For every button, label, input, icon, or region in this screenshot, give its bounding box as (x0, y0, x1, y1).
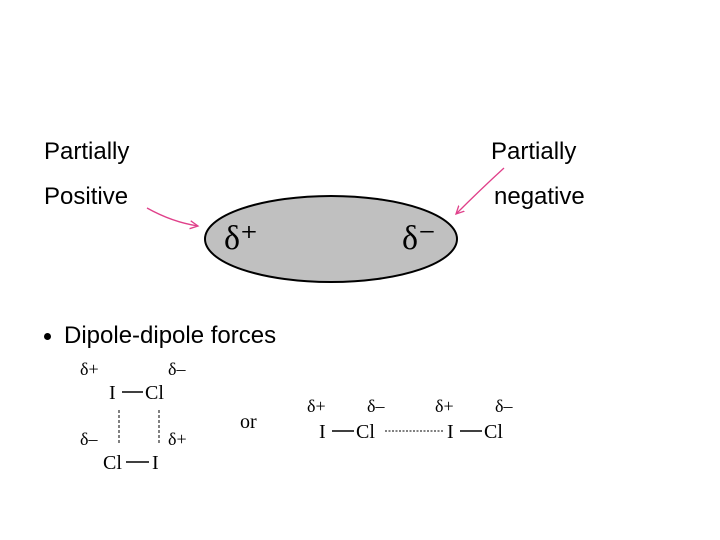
chain-charge-2: δ– (367, 396, 385, 416)
sq-atom-bottom-Cl: Cl (103, 452, 122, 474)
sq-charge-top-right: δ– (168, 359, 186, 379)
delta-plus-label: δ⁺ (224, 220, 258, 257)
sq-atom-top-I: I (109, 382, 116, 404)
connector-or: or (240, 411, 257, 433)
chain-atom-3: I (447, 421, 454, 443)
label-positive: Positive (44, 183, 129, 210)
chain-charge-4: δ– (495, 396, 513, 416)
label-partially-right: Partially (491, 138, 577, 165)
label-partially-left: Partially (44, 138, 130, 165)
chain-atom-4: Cl (484, 421, 503, 443)
chain-atom-1: I (319, 421, 326, 443)
sq-atom-top-Cl: Cl (145, 382, 164, 404)
sq-charge-bottom-right: δ+ (168, 429, 187, 449)
sq-atom-bottom-I: I (152, 452, 159, 474)
chain-atom-2: Cl (356, 421, 375, 443)
delta-minus-label: δ⁻ (402, 220, 436, 257)
sq-charge-bottom-left: δ– (80, 429, 98, 449)
arrow-to-negative-end (456, 167, 505, 214)
polar-molecule-ellipse (204, 195, 458, 283)
sq-charge-top-left: δ+ (80, 359, 99, 379)
chain-charge-1: δ+ (307, 396, 326, 416)
bullet-text: Dipole-dipole forces (64, 322, 277, 349)
label-negative: negative (494, 183, 585, 210)
bullet-item: Dipole-dipole forces (44, 322, 276, 350)
arrow-to-positive-end (146, 207, 198, 226)
bullet-dot-icon (44, 332, 51, 340)
chain-charge-3: δ+ (435, 396, 454, 416)
